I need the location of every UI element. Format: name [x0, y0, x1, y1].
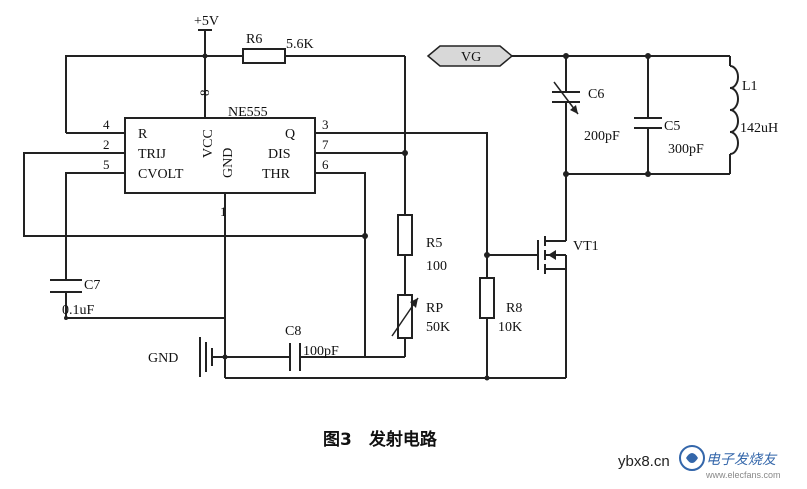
c7-label: C7 [84, 278, 100, 293]
c8-label: C8 [285, 324, 301, 339]
ne555-chip: NE555 R TRIJ CVOLT Q DIS THR VCC GND 4 2… [103, 90, 329, 220]
capacitor-c8: C8 100pF [285, 324, 339, 371]
l1-label: L1 [742, 79, 758, 94]
brand-logo-icon [679, 445, 705, 471]
vcc-label: +5V [194, 14, 219, 29]
rp-label: RP [426, 301, 443, 316]
capacitor-c5: C5 300pF [634, 117, 704, 157]
watermark-url: www.elecfans.com [705, 470, 781, 480]
pin-number-5: 5 [103, 157, 110, 172]
c6-value: 200pF [584, 129, 620, 144]
watermark: ybx8.cn 电子发烧友 www.elecfans.com [618, 445, 781, 480]
resistor-r6: R6 5.6K [242, 32, 314, 64]
pin-number-7: 7 [322, 137, 329, 152]
resistor-r5: R5 100 [397, 214, 447, 274]
pin-label-trij: TRIJ [138, 147, 167, 162]
r6-value: 5.6K [286, 37, 314, 52]
wires [23, 30, 731, 379]
pin-number-3: 3 [322, 117, 329, 132]
r5-value: 100 [426, 259, 447, 274]
r6-label: R6 [246, 32, 262, 47]
pin-label-q: Q [285, 127, 295, 142]
pin-number-1: 1 [220, 204, 227, 219]
watermark-brand: 电子发烧友 [706, 451, 778, 467]
capacitor-c7: C7 0.1uF [50, 278, 100, 318]
c5-label: C5 [664, 119, 680, 134]
r8-value: 10K [498, 320, 522, 335]
pin-label-vcc: VCC [201, 129, 216, 158]
mosfet-vt1: VT1 [537, 235, 599, 275]
ic-label: NE555 [228, 105, 268, 120]
r5-label: R5 [426, 236, 442, 251]
vg-terminal: VG [426, 45, 514, 67]
figure-caption: 图3 发射电路 [323, 429, 438, 450]
c8-value: 100pF [303, 344, 339, 359]
variable-capacitor-c6: C6 200pF [552, 81, 620, 144]
pin-label-thr: THR [262, 167, 291, 182]
potentiometer-rp: RP 50K [391, 294, 450, 339]
c7-value: 0.1uF [62, 303, 95, 318]
watermark-site: ybx8.cn [618, 453, 670, 470]
rp-value: 50K [426, 320, 450, 335]
pin-label-r: R [138, 127, 148, 142]
vcc-supply: +5V [194, 14, 219, 31]
gnd-label: GND [148, 351, 178, 366]
l1-value: 142uH [740, 121, 778, 136]
junction-dots [64, 53, 651, 381]
vg-label: VG [461, 50, 481, 65]
inductor-l1: L1 142uH [729, 65, 778, 155]
pin-label-dis: DIS [268, 147, 291, 162]
resistor-r8: R8 10K [479, 277, 522, 335]
pin-number-4: 4 [103, 117, 110, 132]
r8-label: R8 [506, 301, 522, 316]
pin-number-6: 6 [322, 157, 329, 172]
c6-label: C6 [588, 87, 604, 102]
pin-label-cvolt: CVOLT [138, 167, 184, 182]
vt1-label: VT1 [573, 239, 599, 254]
c5-value: 300pF [668, 142, 704, 157]
ground-symbol: GND [148, 337, 215, 377]
pin-label-gnd: GND [221, 148, 236, 178]
pin-number-8: 8 [197, 90, 212, 97]
pin-number-2: 2 [103, 137, 110, 152]
